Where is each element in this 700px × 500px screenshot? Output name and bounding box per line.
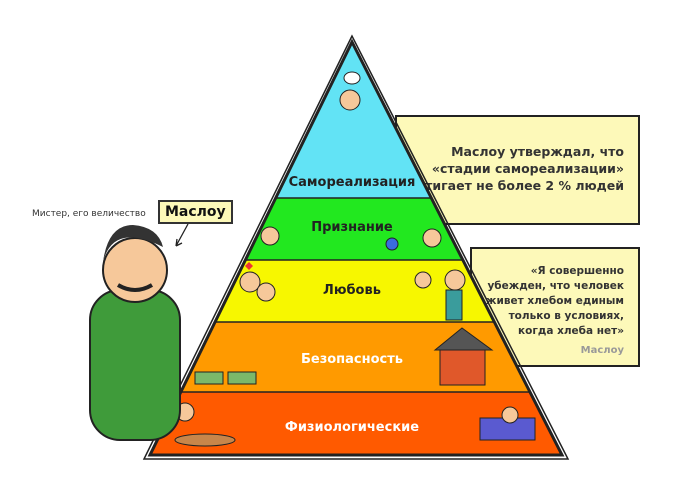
house-icon bbox=[433, 327, 494, 386]
level-label-safety: Безопасность bbox=[300, 352, 404, 367]
sleeping-figure bbox=[479, 406, 536, 441]
level-label-physiological: Физиологические bbox=[284, 420, 420, 435]
level-label-love: Любовь bbox=[323, 283, 381, 298]
quote-author: Маслоу bbox=[580, 345, 624, 356]
girl-figure bbox=[385, 228, 442, 251]
quote-text: «Я совершенно убежден, что человек живет… bbox=[486, 265, 624, 337]
pointer-arrow bbox=[175, 223, 189, 247]
caption-prefix: Мистер, его величество bbox=[32, 209, 146, 219]
couple-figure bbox=[239, 262, 276, 302]
thinker-figure bbox=[339, 71, 361, 111]
callout-text: Маслоу утверждал, что «стадии самореализ… bbox=[399, 144, 624, 193]
baby-figure bbox=[260, 226, 280, 246]
level-label-esteem: Признание bbox=[311, 220, 393, 235]
maslow-name-tag: Маслоу bbox=[158, 200, 233, 224]
maslow-character bbox=[89, 225, 181, 441]
money-icon bbox=[194, 371, 257, 385]
level-label-self-actualization: Самореализация bbox=[288, 175, 416, 190]
father-baby-figure bbox=[414, 269, 466, 321]
eating-figure bbox=[174, 402, 236, 447]
